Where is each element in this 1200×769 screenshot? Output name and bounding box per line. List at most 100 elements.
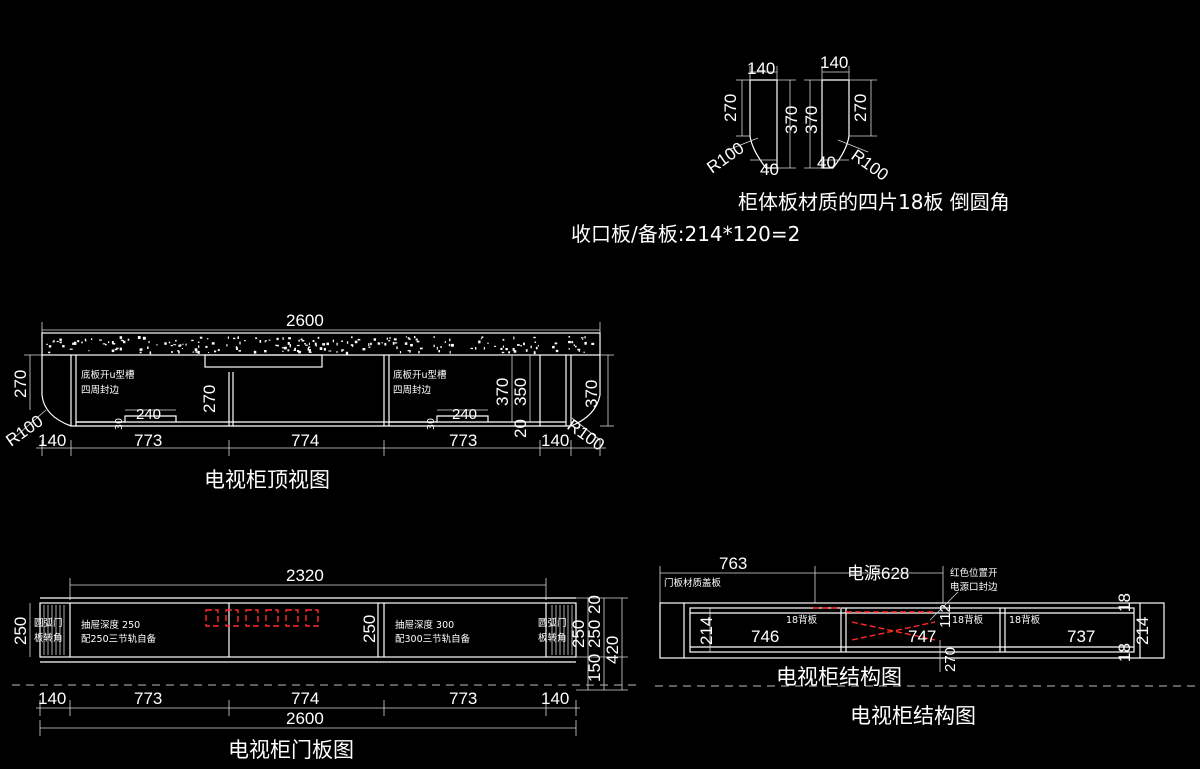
- stone-speck: [399, 351, 402, 354]
- stone-speck: [52, 341, 55, 343]
- stone-speck: [90, 338, 93, 340]
- stone-speck: [72, 342, 75, 345]
- stone-speck: [296, 344, 300, 347]
- stone-speck: [46, 343, 48, 345]
- stone-speck: [235, 346, 237, 348]
- stone-speck: [317, 336, 320, 339]
- stone-speck: [140, 348, 143, 351]
- stone-speck: [181, 348, 183, 350]
- stone-speck: [480, 338, 483, 340]
- stone-speck: [444, 341, 446, 344]
- stone-speck: [416, 340, 420, 343]
- stone-speck: [62, 345, 65, 348]
- stone-speck: [293, 349, 296, 351]
- stone-speck: [294, 347, 296, 351]
- panel-left-w: 140: [747, 59, 775, 78]
- stone-speck: [69, 348, 73, 350]
- stone-speck: [191, 339, 194, 342]
- stone-speck: [394, 342, 398, 344]
- panel-right-w: 140: [820, 53, 848, 72]
- stone-speck: [418, 350, 420, 354]
- stone-speck: [396, 346, 398, 350]
- stone-speck: [470, 347, 473, 350]
- stone-speck: [185, 343, 187, 346]
- stone-speck: [319, 347, 323, 350]
- stone-speck: [268, 339, 271, 341]
- stone-speck: [127, 338, 130, 341]
- stone-speck: [487, 342, 489, 344]
- stone-speck: [362, 348, 366, 351]
- struct-h-left: 214: [697, 617, 716, 645]
- stone-speck: [195, 351, 198, 353]
- stone-speck: [433, 344, 435, 348]
- stone-speck: [56, 341, 59, 343]
- stone-speck: [582, 338, 584, 340]
- panel-left-h1: 270: [721, 94, 740, 122]
- stone-speck: [322, 343, 325, 346]
- door-edge-r1: 圆弧门: [538, 617, 567, 629]
- stone-speck: [392, 341, 395, 345]
- stone-speck: [523, 342, 525, 346]
- struct-seg-2: 747: [908, 627, 936, 646]
- stone-speck: [227, 336, 229, 339]
- stone-speck: [350, 344, 354, 346]
- door-seg-3: 774: [291, 689, 319, 708]
- stone-speck: [346, 341, 349, 344]
- door-seg-1: 140: [38, 689, 66, 708]
- stone-speck: [351, 336, 353, 339]
- stone-speck: [341, 340, 343, 342]
- stone-speck: [298, 350, 302, 352]
- stone-speck: [182, 343, 184, 345]
- top-view-title: 电视柜顶视图: [204, 468, 330, 492]
- stone-speck: [287, 342, 290, 345]
- stone-speck: [226, 344, 228, 347]
- stone-speck: [513, 336, 515, 340]
- stone-speck: [314, 342, 317, 346]
- stone-speck: [171, 351, 173, 353]
- stone-speck: [99, 339, 102, 341]
- stone-speck: [142, 336, 146, 340]
- stone-speck: [571, 341, 574, 344]
- stone-speck: [264, 340, 268, 342]
- stone-speck: [119, 336, 123, 339]
- door-left-h: 250: [11, 617, 30, 645]
- stone-speck: [388, 340, 391, 342]
- struct-h-270: 270: [942, 647, 959, 672]
- panels-caption: 柜体板材质的四片18板 倒圆角: [738, 190, 1010, 214]
- side-panel-left: 140 270 370 40 R100: [703, 59, 801, 179]
- stone-speck: [175, 339, 177, 342]
- stone-speck: [114, 348, 118, 351]
- top-slot-30-a: 30: [114, 418, 125, 430]
- stone-speck: [211, 342, 215, 345]
- stone-speck: [253, 350, 257, 354]
- stone-speck: [102, 343, 106, 345]
- stone-speck: [214, 350, 217, 353]
- stone-speck: [404, 342, 408, 345]
- stone-speck: [440, 346, 442, 348]
- door-drawer2-l1: 抽屉深度 300: [395, 619, 454, 631]
- stone-speck: [483, 347, 485, 350]
- stone-speck: [368, 346, 371, 348]
- spare-board-note: 收口板/备板:214*120=2: [571, 222, 800, 246]
- stone-speck: [235, 347, 238, 350]
- top-seg-1: 140: [38, 431, 66, 450]
- top-mid-h: 270: [200, 385, 219, 413]
- stone-speck: [436, 346, 438, 350]
- stone-speck: [259, 340, 262, 343]
- door-edge-l1: 圆弧门: [34, 617, 63, 629]
- stone-speck: [244, 340, 246, 342]
- stone-speck: [475, 347, 477, 350]
- stone-speck: [112, 343, 116, 345]
- stone-speck: [449, 338, 451, 342]
- top-note-b1: 底板开u型槽: [393, 369, 447, 381]
- door-right-250b: 250: [585, 620, 604, 648]
- stone-speck: [238, 350, 241, 352]
- stone-speck: [205, 345, 208, 348]
- door-drawer2-l2: 配300三节轨自备: [395, 633, 471, 645]
- stone-speck: [207, 338, 209, 340]
- stone-speck: [408, 338, 411, 340]
- stone-speck: [583, 351, 585, 353]
- stone-speck: [384, 342, 387, 346]
- stone-speck: [121, 340, 124, 342]
